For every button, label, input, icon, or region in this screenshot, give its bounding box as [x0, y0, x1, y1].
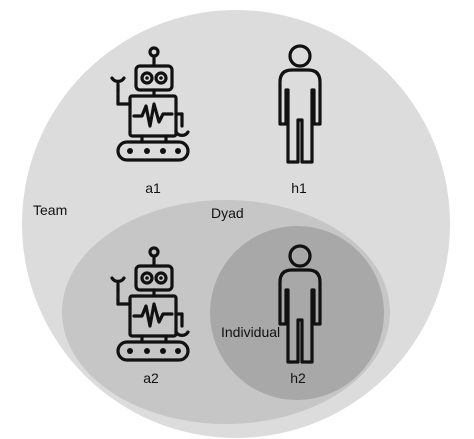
- dyad-label: Dyad: [211, 205, 244, 221]
- h2-label: h2: [290, 370, 306, 386]
- individual-circle: [210, 226, 384, 400]
- individual-label: Individual: [221, 324, 280, 340]
- a2-label: a2: [143, 370, 159, 386]
- h1-label: h1: [291, 180, 307, 196]
- team-label: Team: [33, 202, 67, 218]
- a1-label: a1: [145, 180, 161, 196]
